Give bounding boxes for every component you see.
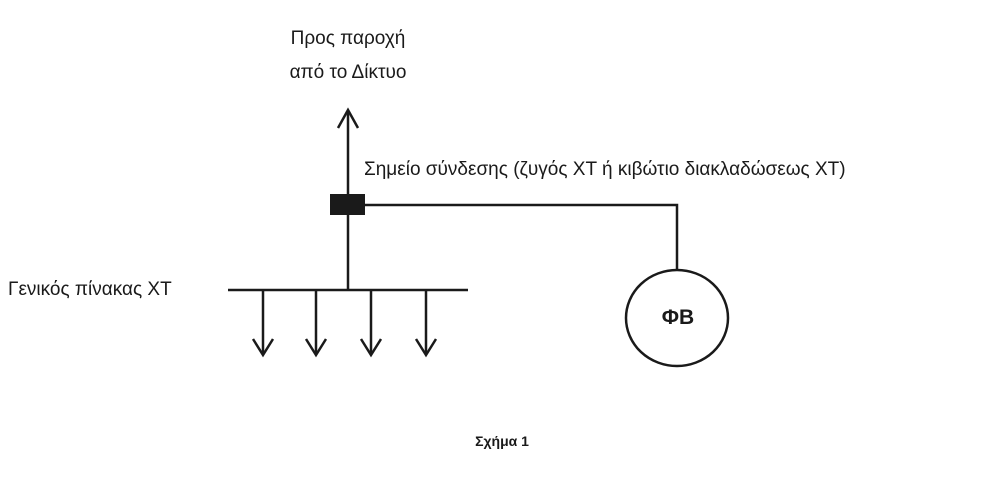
connection-point-node <box>330 194 365 215</box>
grid-supply-label-line2: από το Δίκτυο <box>289 62 407 83</box>
figure-caption: Σχήμα 1 <box>475 433 529 449</box>
load-arrow <box>414 290 438 358</box>
pv-feeder-line <box>365 203 679 270</box>
connection-point-label: Σημείο σύνδεσης (ζυγός ΧΤ ή κιβώτιο διακ… <box>364 159 846 180</box>
load-arrow <box>359 290 383 358</box>
main-panel-label: Γενικός πίνακας ΧΤ <box>8 279 172 300</box>
grid-supply-label-line1: Προς παροχή <box>290 28 406 49</box>
load-arrow <box>304 290 328 358</box>
pv-unit-circle <box>624 268 730 368</box>
pv-unit-label: ΦΒ <box>661 306 695 329</box>
grid-arrow-head <box>336 107 360 129</box>
load-arrow <box>251 290 275 358</box>
